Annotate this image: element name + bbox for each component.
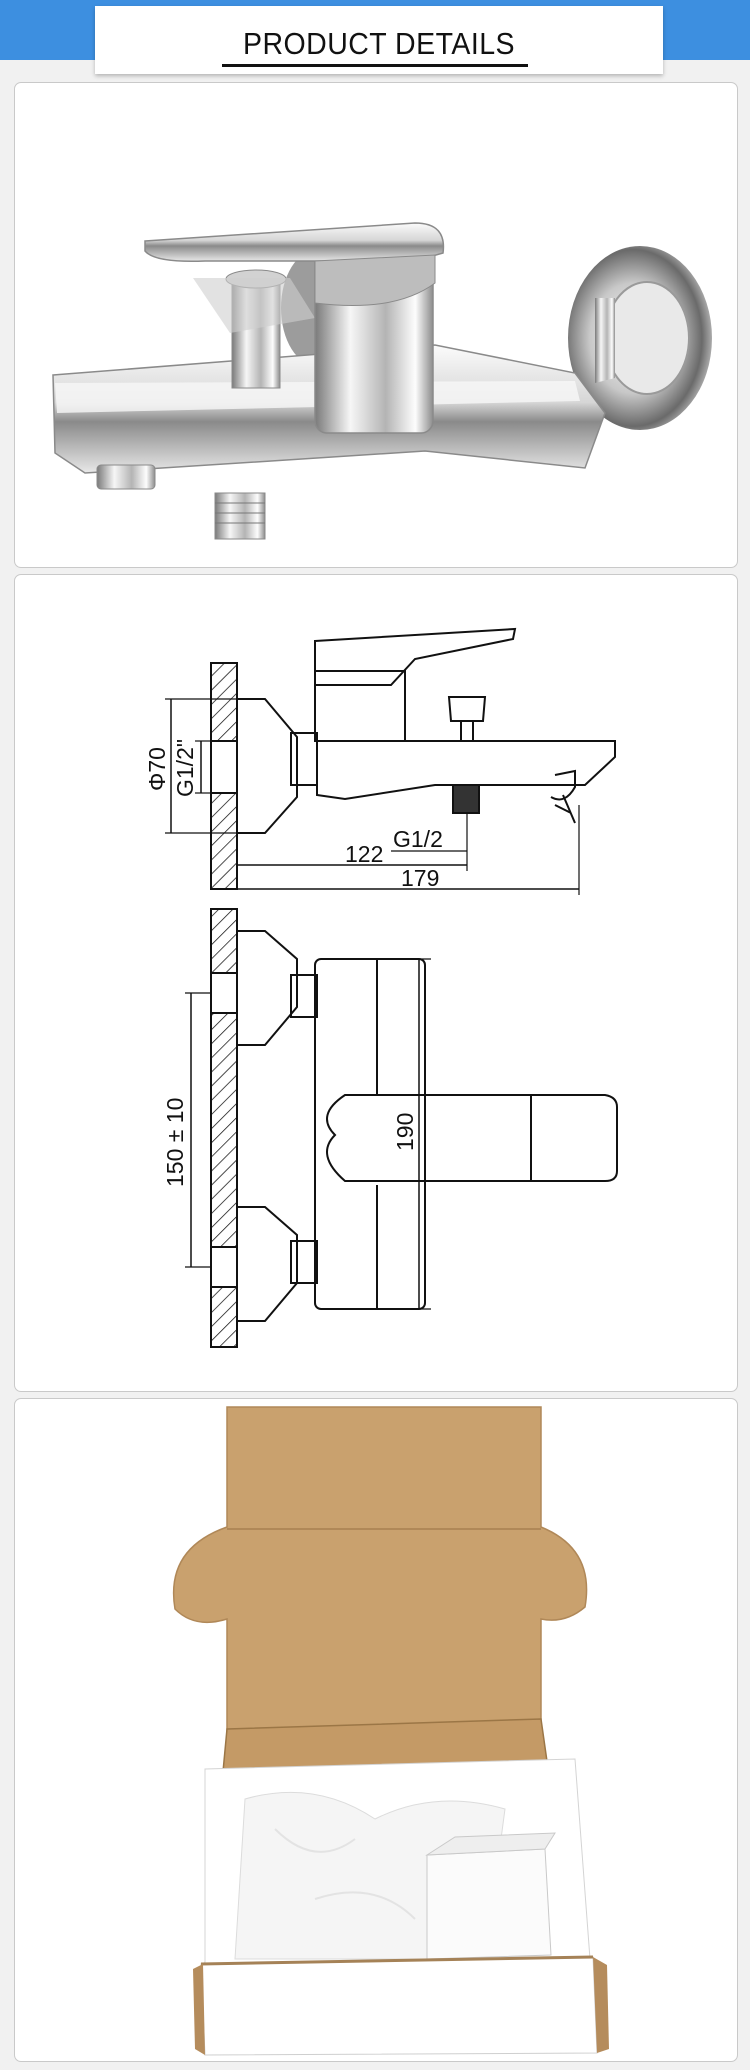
- packaging-photo-panel: [14, 1398, 738, 2062]
- dimension-drawing: Φ70 G1/2" G1/2 122 179: [144, 627, 618, 1348]
- box-illustration: [172, 1406, 609, 2056]
- faucet-illustration: [52, 222, 712, 540]
- label-thread-outlet: G1/2: [393, 826, 443, 852]
- box-lid: [172, 1406, 588, 1740]
- hose-outlet: [214, 492, 266, 540]
- lever-handle: [144, 222, 445, 263]
- title-underline: [222, 64, 528, 67]
- product-photo-panel: [14, 82, 738, 568]
- title-box: PRODUCT DETAILS: [95, 6, 663, 74]
- label-center-distance: 150 ± 10: [162, 1098, 188, 1187]
- label-depth-total: 179: [401, 865, 439, 891]
- label-body-height: 190: [392, 1113, 418, 1151]
- technical-drawing-panel: Φ70 G1/2" G1/2 122 179: [14, 574, 738, 1392]
- label-depth-outlet: 122: [345, 841, 383, 867]
- label-thread-inlet: G1/2": [172, 739, 198, 797]
- inner-carton: [426, 1848, 552, 1960]
- page-title: PRODUCT DETAILS: [242, 26, 516, 61]
- label-diameter: Φ70: [144, 747, 170, 791]
